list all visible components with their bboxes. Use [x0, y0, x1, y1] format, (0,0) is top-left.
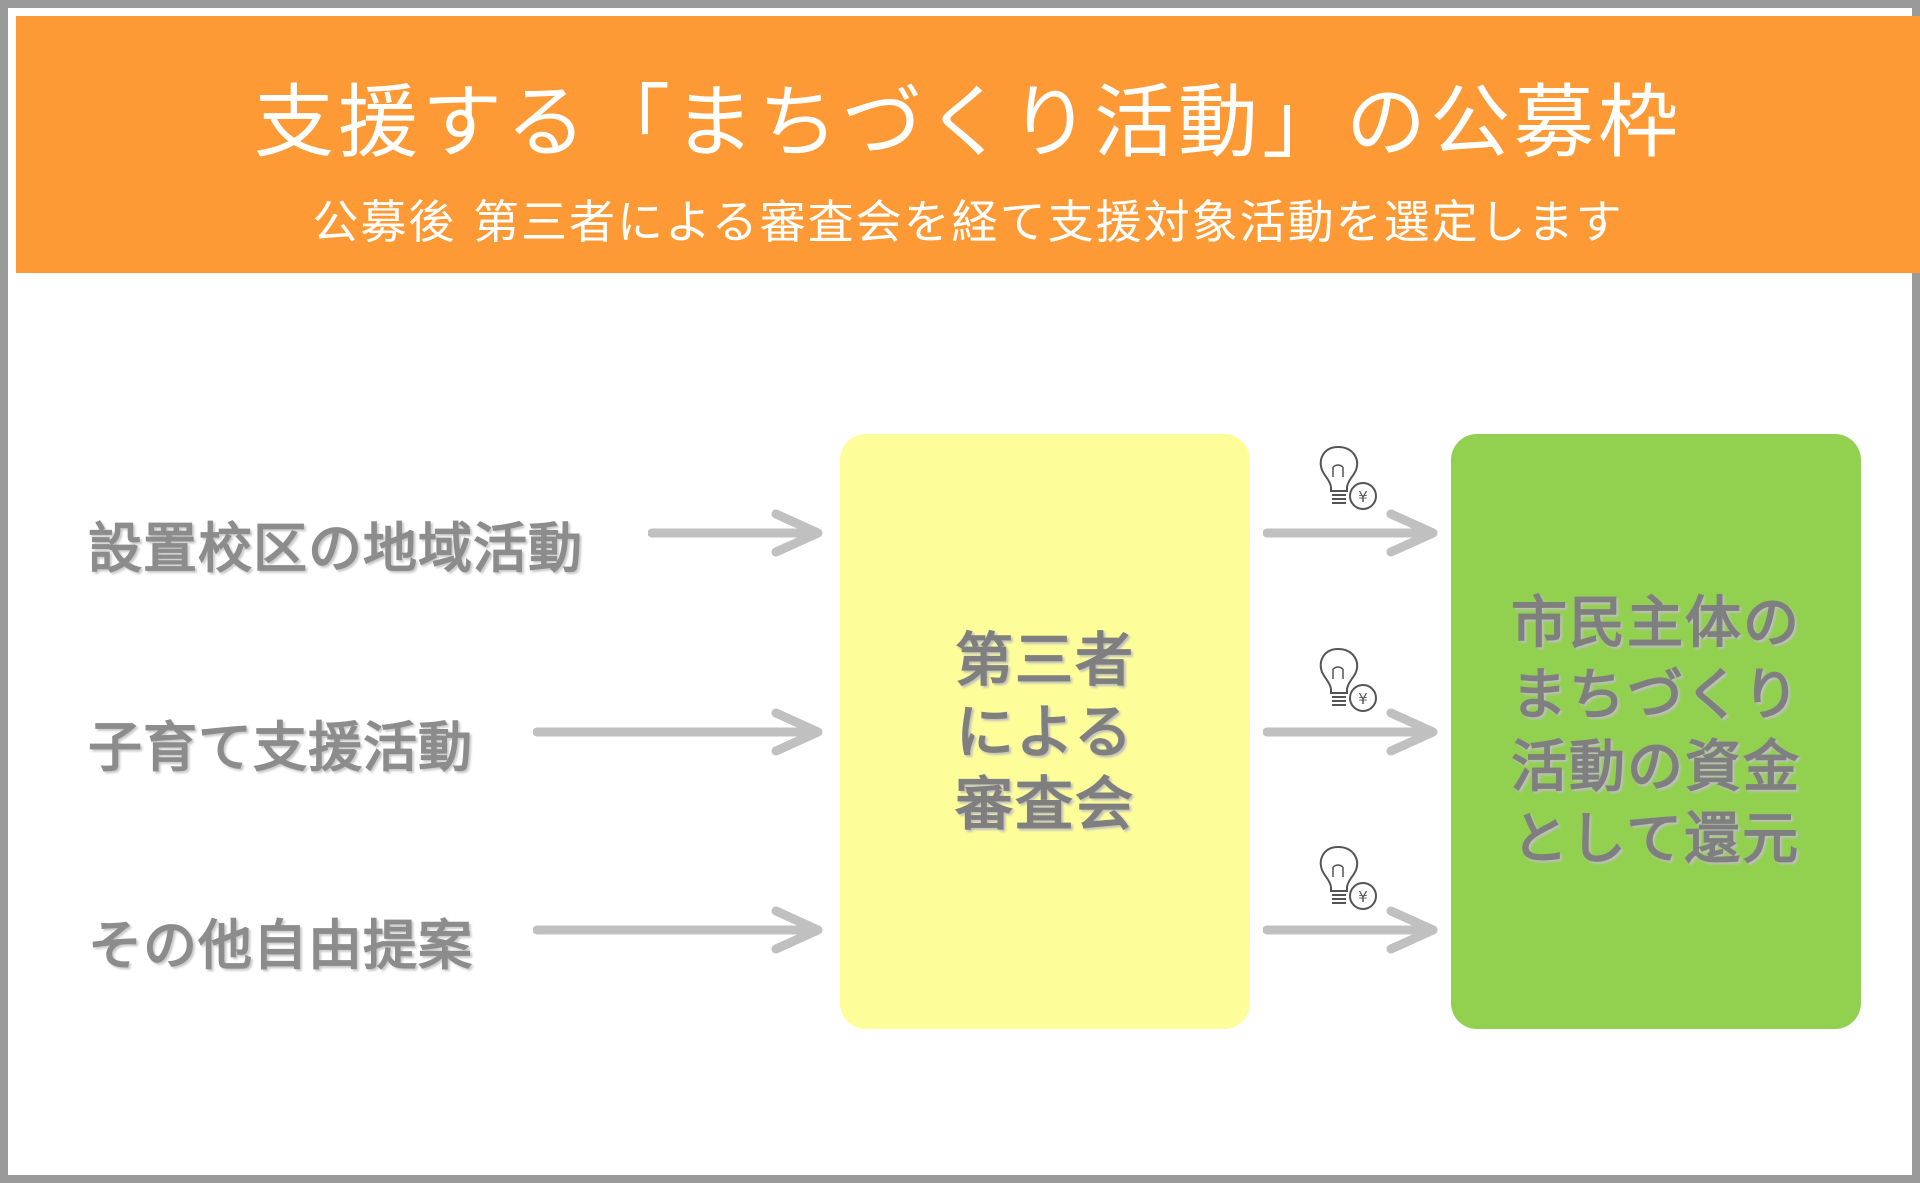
page-title: 支援する「まちづくり活動」の公募枠	[254, 76, 1682, 169]
arrow-right-icon	[648, 509, 823, 557]
arrow-right-icon	[1263, 906, 1438, 954]
source-label-other: その他自由提案	[88, 914, 473, 977]
page-subtitle: 公募後 第三者による審査会を経て支援対象活動を選定します	[312, 195, 1624, 249]
svg-text:¥: ¥	[1358, 488, 1368, 506]
source-label-childcare: 子育て支援活動	[88, 716, 473, 779]
review-committee-box: 第三者 による 審査会	[840, 434, 1250, 1029]
arrow-right-icon	[1263, 509, 1438, 557]
lightbulb-yen-icon: ¥	[1319, 647, 1377, 712]
fund-return-label: 市民主体の まちづくり 活動の資金 として還元	[1511, 590, 1801, 872]
arrow-right-icon	[533, 906, 823, 954]
lightbulb-yen-icon: ¥	[1319, 445, 1377, 510]
review-committee-label: 第三者 による 審査会	[954, 625, 1135, 838]
arrow-right-icon	[533, 708, 823, 756]
svg-text:¥: ¥	[1358, 888, 1368, 906]
fund-return-box: 市民主体の まちづくり 活動の資金 として還元	[1451, 434, 1861, 1029]
header-banner: 支援する「まちづくり活動」の公募枠 公募後 第三者による審査会を経て支援対象活動…	[16, 16, 1920, 273]
arrow-right-icon	[1263, 708, 1438, 756]
source-label-local-activity: 設置校区の地域活動	[88, 517, 583, 580]
lightbulb-yen-icon: ¥	[1319, 845, 1377, 910]
svg-text:¥: ¥	[1358, 690, 1368, 708]
